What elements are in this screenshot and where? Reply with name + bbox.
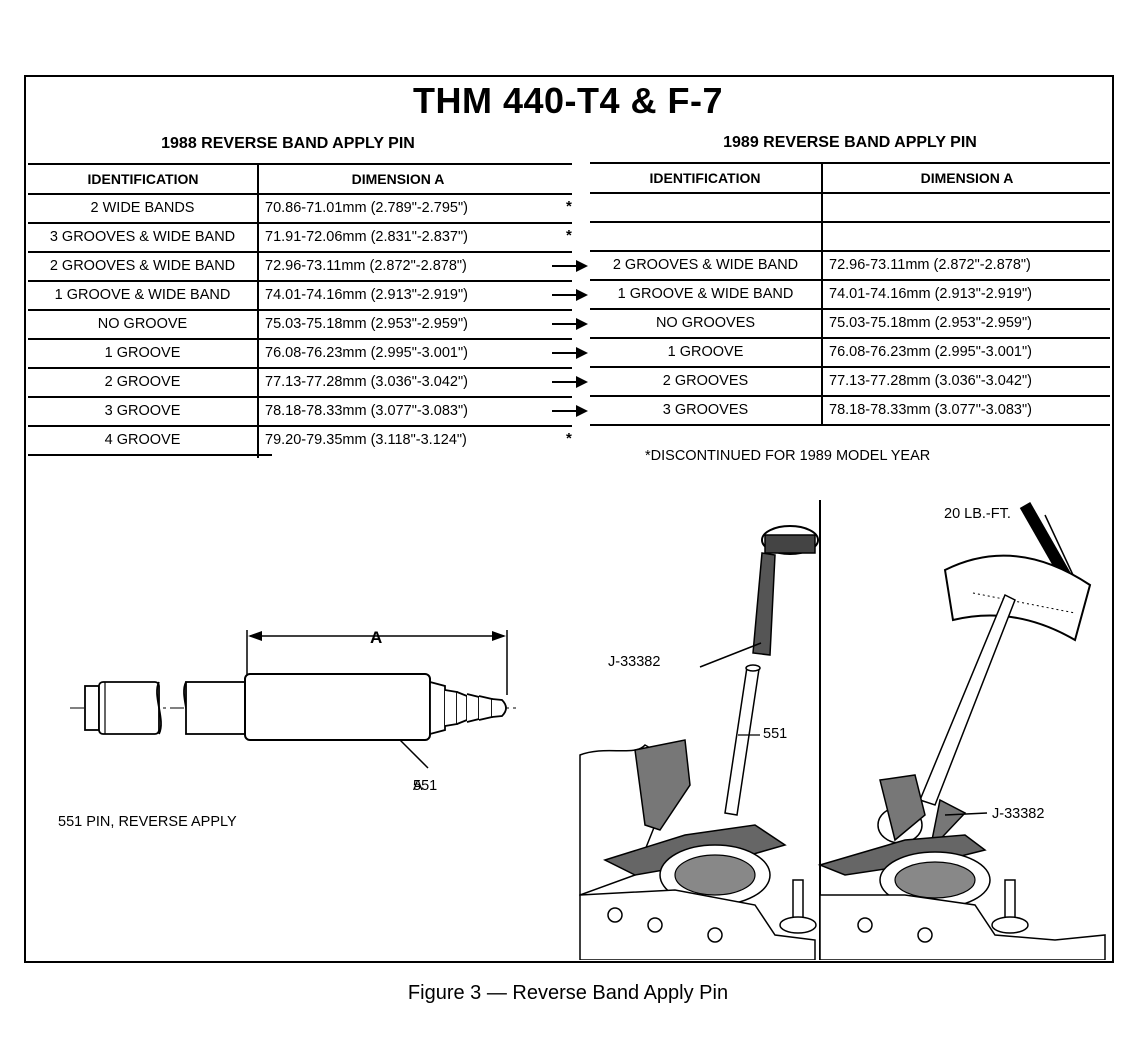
left-col-identification: IDENTIFICATION (87, 171, 199, 187)
right-row-rule (590, 366, 1110, 368)
left-row-rule (28, 396, 572, 398)
right-row-identification: 1 GROOVE & WIDE BAND (617, 286, 794, 302)
right-table-top-rule (590, 162, 1110, 164)
right-row-dimension: 72.96-73.11mm (2.872"-2.878") (829, 257, 1031, 273)
left-row-identification: 3 GROOVES & WIDE BAND (49, 229, 236, 245)
tool-label-left: J-33382 (608, 654, 661, 670)
figure-frame (24, 75, 1114, 963)
left-row-dimension: 70.86-71.01mm (2.789"-2.795") (265, 200, 468, 216)
left-row-rule (28, 367, 572, 369)
carry-over-arrow (552, 405, 588, 417)
left-row-identification: 2 GROOVE (104, 374, 181, 390)
pin-part-number: 551 (413, 778, 438, 794)
right-row-identification: NO GROOVES (655, 315, 756, 331)
left-row-dimension: 72.96-73.11mm (2.872"-2.878") (265, 258, 467, 274)
torque-label: 20 LB.-FT. (944, 506, 1011, 522)
right-table-heading: 1989 REVERSE BAND APPLY PIN (723, 134, 977, 151)
left-row-identification: 3 GROOVE (104, 403, 181, 419)
left-table-divider (257, 163, 259, 458)
pin-legend: 551 PIN, REVERSE APPLY (58, 814, 237, 830)
right-row-identification: 2 GROOVES & WIDE BAND (612, 257, 799, 273)
right-row-rule (590, 308, 1110, 310)
right-row-rule (590, 395, 1110, 397)
right-row-identification: 1 GROOVE (667, 344, 744, 360)
left-col-dimension: DIMENSION A (351, 171, 445, 187)
left-row-rule (28, 309, 572, 311)
right-row-rule (590, 221, 1110, 223)
carry-over-arrow (552, 289, 588, 301)
left-row-rule (28, 454, 272, 456)
part-label: 551 (763, 726, 788, 742)
left-row-rule (28, 280, 572, 282)
right-row-identification: 3 GROOVES (662, 402, 749, 418)
right-header-rule (590, 192, 1110, 194)
install-procedure-diagram (579, 500, 1106, 960)
left-row-identification: 1 GROOVE & WIDE BAND (54, 287, 231, 303)
left-row-dimension: 79.20-79.35mm (3.118"-3.124") (265, 432, 467, 448)
right-row-dimension: 78.18-78.33mm (3.077"-3.083") (829, 402, 1032, 418)
page-title: THM 440-T4 & F-7 (412, 80, 724, 121)
left-row-identification: 2 GROOVES & WIDE BAND (49, 258, 236, 274)
apply-pin-diagram (70, 630, 520, 769)
left-header-rule (28, 193, 572, 195)
carry-over-arrow (552, 260, 588, 272)
left-row-dimension: 77.13-77.28mm (3.036"-3.042") (265, 374, 468, 390)
right-row-rule (590, 424, 1110, 426)
right-row-identification: 2 GROOVES (662, 373, 749, 389)
right-row-rule (590, 337, 1110, 339)
discontinued-mark: * (566, 227, 572, 244)
left-row-rule (28, 338, 572, 340)
left-row-rule (28, 222, 572, 224)
tool-label-right: J-33382 (992, 806, 1045, 822)
footnote: *DISCONTINUED FOR 1989 MODEL YEAR (645, 448, 931, 464)
right-row-rule (590, 279, 1110, 281)
left-row-identification: NO GROOVE (97, 316, 188, 332)
left-row-dimension: 74.01-74.16mm (2.913"-2.919") (265, 287, 468, 303)
right-table-divider (821, 162, 823, 424)
right-row-dimension: 76.08-76.23mm (2.995"-3.001") (829, 344, 1032, 360)
right-col-identification: IDENTIFICATION (649, 170, 761, 186)
left-table-heading: 1988 REVERSE BAND APPLY PIN (161, 135, 415, 152)
left-row-dimension: 75.03-75.18mm (2.953"-2.959") (265, 316, 468, 332)
left-row-dimension: 71.91-72.06mm (2.831"-2.837") (265, 229, 468, 245)
carry-over-arrow (552, 347, 588, 359)
right-row-dimension: 75.03-75.18mm (2.953"-2.959") (829, 315, 1032, 331)
left-row-identification: 1 GROOVE (104, 345, 181, 361)
carry-over-arrow (552, 376, 588, 388)
left-row-dimension: 76.08-76.23mm (2.995"-3.001") (265, 345, 468, 361)
right-row-rule (590, 250, 1110, 252)
right-col-dimension: DIMENSION A (920, 170, 1014, 186)
right-row-dimension: 77.13-77.28mm (3.036"-3.042") (829, 373, 1032, 389)
left-table-top-rule (28, 163, 572, 165)
discontinued-mark: * (566, 430, 572, 447)
pin-dimension-label: A (413, 778, 423, 794)
carry-over-arrow (552, 318, 588, 330)
discontinued-mark: * (566, 198, 572, 215)
left-row-rule (28, 425, 572, 427)
right-row-dimension: 74.01-74.16mm (2.913"-2.919") (829, 286, 1032, 302)
left-row-rule (28, 251, 572, 253)
left-row-identification: 2 WIDE BANDS (90, 200, 195, 216)
left-row-dimension: 78.18-78.33mm (3.077"-3.083") (265, 403, 468, 419)
left-row-identification: 4 GROOVE (104, 432, 181, 448)
figure-caption: Figure 3 — Reverse Band Apply Pin (407, 982, 729, 1004)
dimension-a-label: A (370, 628, 383, 647)
